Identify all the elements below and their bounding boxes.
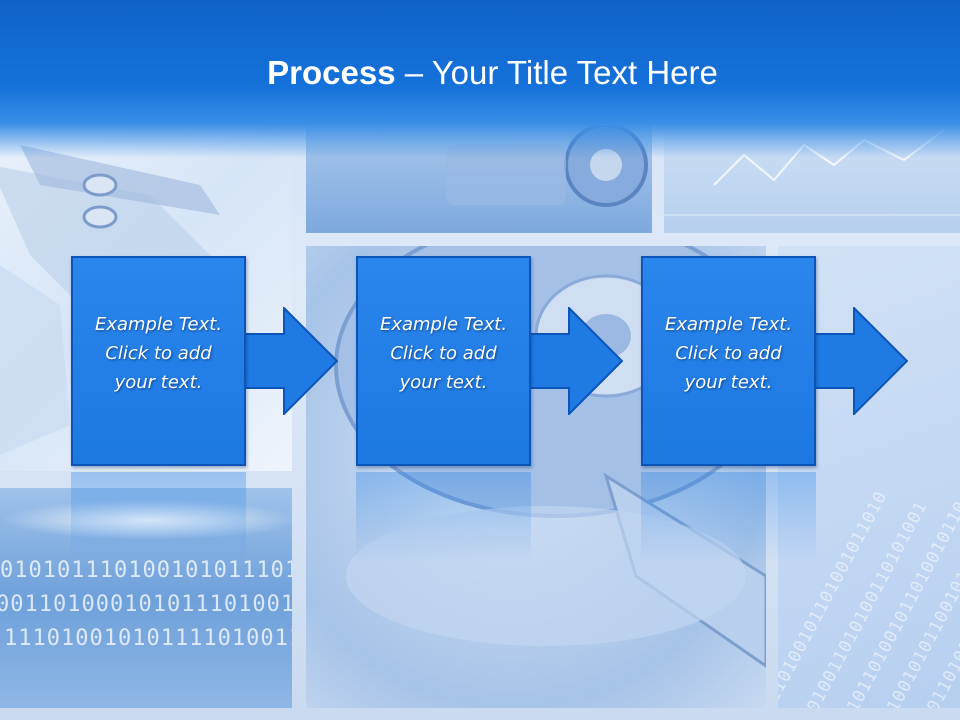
step-box [356,256,531,466]
step-text[interactable]: Example Text. Click to add your text. [664,314,793,393]
light-glow [0,500,300,540]
binary-row: 11101001010111101001110 [4,626,292,651]
step-text[interactable]: Example Text. Click to add your text. [94,314,223,393]
slide-title[interactable]: Process – Your Title Text Here [0,54,960,92]
process-step-2[interactable]: Example Text. Click to add your text. [356,256,531,466]
step-text[interactable]: Example Text. Click to add your text. [379,314,508,393]
binary-row: 0011010001010111010011 [0,592,292,617]
title-bold-text: Process [267,54,396,91]
process-step-3[interactable]: Example Text. Click to add your text. [641,256,816,466]
step-reflection [71,472,246,562]
step-reflection [356,472,531,562]
process-step-1[interactable]: Example Text. Click to add your text. [71,256,246,466]
step-box [641,256,816,466]
process-arrow-1 [242,307,338,415]
step-box [71,256,246,466]
process-arrow-3 [812,307,908,415]
title-bar: Process – Your Title Text Here [0,0,960,158]
step-reflection [641,472,816,562]
binary-row: 01010111010010101110101 [0,558,292,583]
process-arrow-2 [527,307,623,415]
title-text: – Your Title Text Here [395,54,718,91]
